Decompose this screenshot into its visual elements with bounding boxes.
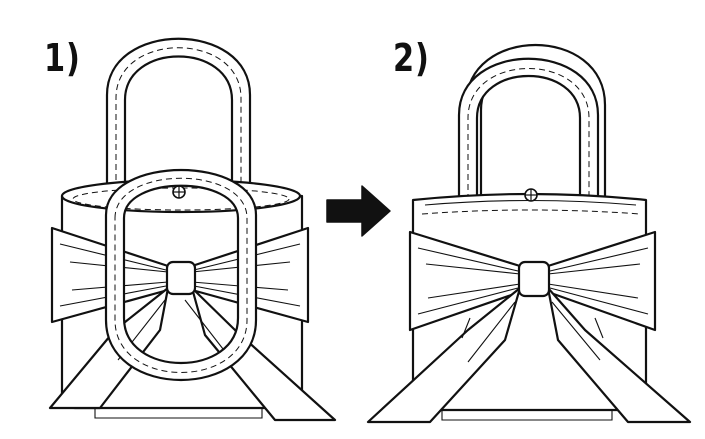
step-2-label: 2) [393,36,430,80]
snap-button-icon [524,188,538,202]
bag-2-illustration [366,43,692,424]
bag-2-bow [366,230,692,424]
bag-1-front-handle [104,169,258,382]
bag-1-illustration [48,37,337,422]
step-1-label: 1) [44,36,81,80]
snap-button-icon [172,185,186,199]
arrow-right-icon [326,185,391,237]
